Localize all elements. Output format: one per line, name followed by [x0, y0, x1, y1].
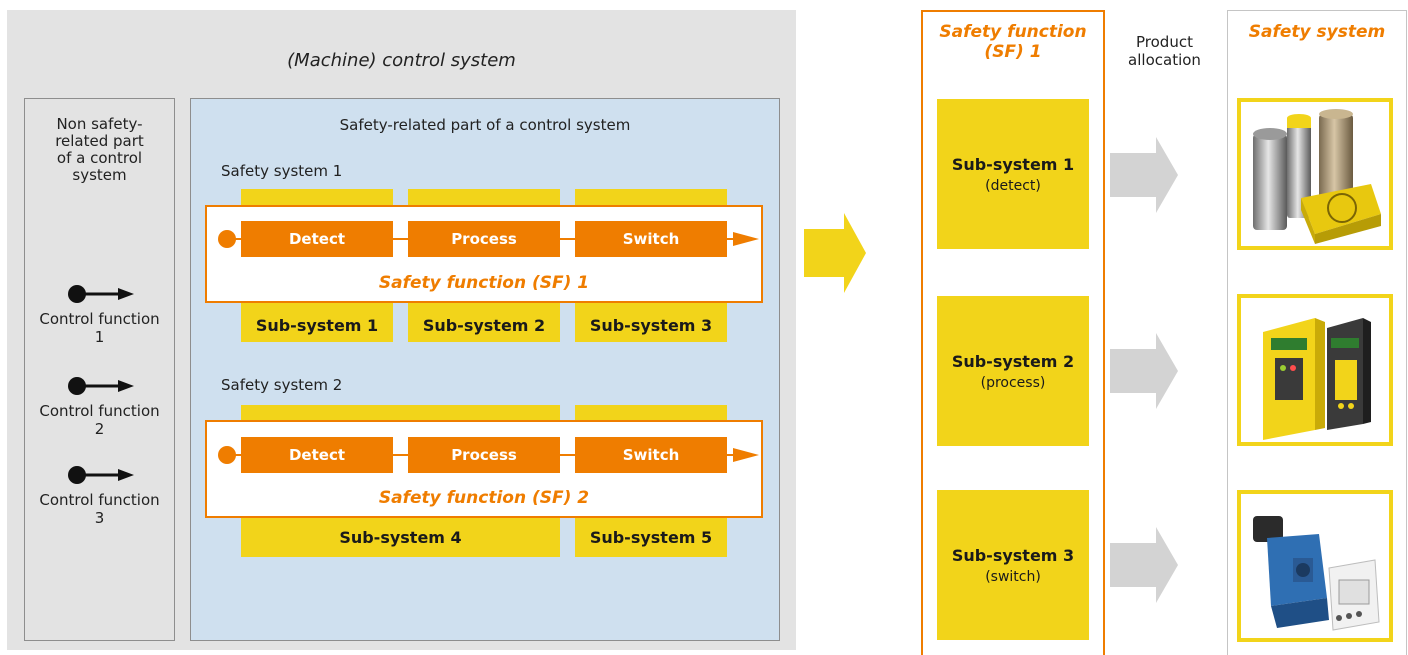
right-subsystem-2-role: (process)	[980, 374, 1046, 391]
safety-system-column-title: Safety system	[1248, 22, 1386, 42]
right-subsystem-1-block: Sub-system 1 (detect)	[937, 99, 1089, 249]
safety-system-1-label: Safety system 1	[221, 162, 343, 180]
control-function-3-label: Control function 3	[24, 491, 175, 527]
safety-function-column-title: Safety function (SF) 1	[921, 22, 1105, 62]
subsystem-4-label: Sub-system 4	[339, 527, 462, 547]
switch-step-2: Switch	[575, 437, 727, 473]
control-function-text: Control function	[39, 310, 160, 328]
non-safety-title-line: Non safety-	[56, 115, 143, 133]
subsystem-2-label: Sub-system 2	[422, 315, 546, 335]
product-frame-sensors	[1237, 98, 1393, 250]
safety-system-column	[1227, 10, 1407, 655]
valve-contactor-icon	[1253, 516, 1380, 631]
machine-control-system-title: (Machine) control system	[287, 49, 516, 71]
safety-related-part-title: Safety-related part of a control system	[339, 116, 631, 134]
product-allocation-line: Product	[1136, 33, 1193, 51]
control-function-1-label: Control function 1	[24, 310, 175, 346]
switch-step-1: Switch	[575, 221, 727, 257]
non-safety-part-title: Non safety- related part of a control sy…	[24, 116, 175, 184]
product-frame-relays	[1237, 294, 1393, 446]
control-function-number: 3	[94, 509, 105, 527]
detect-step-1: Detect	[241, 221, 393, 257]
non-safety-title-line: related part	[55, 132, 144, 150]
process-step-1: Process	[408, 221, 560, 257]
non-safety-title-line: of a control	[56, 149, 143, 167]
allocation-arrow-3-icon	[1110, 527, 1178, 603]
product-frame-valve-contactor	[1237, 490, 1393, 642]
sensors-icon	[1253, 109, 1381, 244]
safety-system-2-label: Safety system 2	[221, 376, 343, 394]
safety-function-column	[921, 10, 1105, 655]
control-function-arrow-icon	[68, 285, 134, 303]
control-function-number: 1	[94, 328, 105, 346]
safety-function-1-arrowhead-icon	[733, 232, 759, 246]
right-subsystem-1-name: Sub-system 1	[951, 154, 1075, 174]
allocation-arrow-2-icon	[1110, 333, 1178, 409]
right-subsystem-3-name: Sub-system 3	[951, 545, 1075, 565]
safety-function-2-arrowhead-icon	[733, 448, 759, 462]
detect-step-2: Detect	[241, 437, 393, 473]
subsystem-1-label: Sub-system 1	[255, 315, 379, 335]
right-subsystem-2-name: Sub-system 2	[951, 351, 1075, 371]
safety-function-2-start-dot	[218, 446, 236, 464]
subsystem-3-label: Sub-system 3	[589, 315, 713, 335]
sf-column-title-line: (SF) 1	[984, 42, 1042, 62]
right-subsystem-1-role: (detect)	[985, 177, 1041, 194]
product-allocation-title: Product allocation	[1107, 33, 1222, 69]
process-step-2: Process	[408, 437, 560, 473]
non-safety-part-box	[24, 98, 175, 641]
control-function-number: 2	[94, 420, 105, 438]
non-safety-title-line: system	[72, 166, 127, 184]
product-allocation-line: allocation	[1128, 51, 1201, 69]
right-subsystem-3-block: Sub-system 3 (switch)	[937, 490, 1089, 640]
right-subsystem-3-role: (switch)	[985, 568, 1041, 585]
control-function-text: Control function	[39, 491, 160, 509]
control-function-text: Control function	[39, 402, 160, 420]
control-function-arrow-icon	[68, 466, 134, 484]
control-function-2-label: Control function 2	[24, 402, 175, 438]
safety-function-1-start-dot	[218, 230, 236, 248]
safety-function-1-label: Safety function (SF) 1	[378, 273, 590, 293]
safety-relay-icon	[1263, 318, 1371, 440]
safety-function-2-label: Safety function (SF) 2	[378, 488, 590, 508]
right-subsystem-2-block: Sub-system 2 (process)	[937, 296, 1089, 446]
control-function-arrow-icon	[68, 377, 134, 395]
allocation-arrow-1-icon	[1110, 137, 1178, 213]
sf-column-title-line: Safety function	[939, 22, 1087, 42]
subsystem-5-label: Sub-system 5	[589, 527, 713, 547]
transition-arrow-icon	[804, 213, 866, 293]
